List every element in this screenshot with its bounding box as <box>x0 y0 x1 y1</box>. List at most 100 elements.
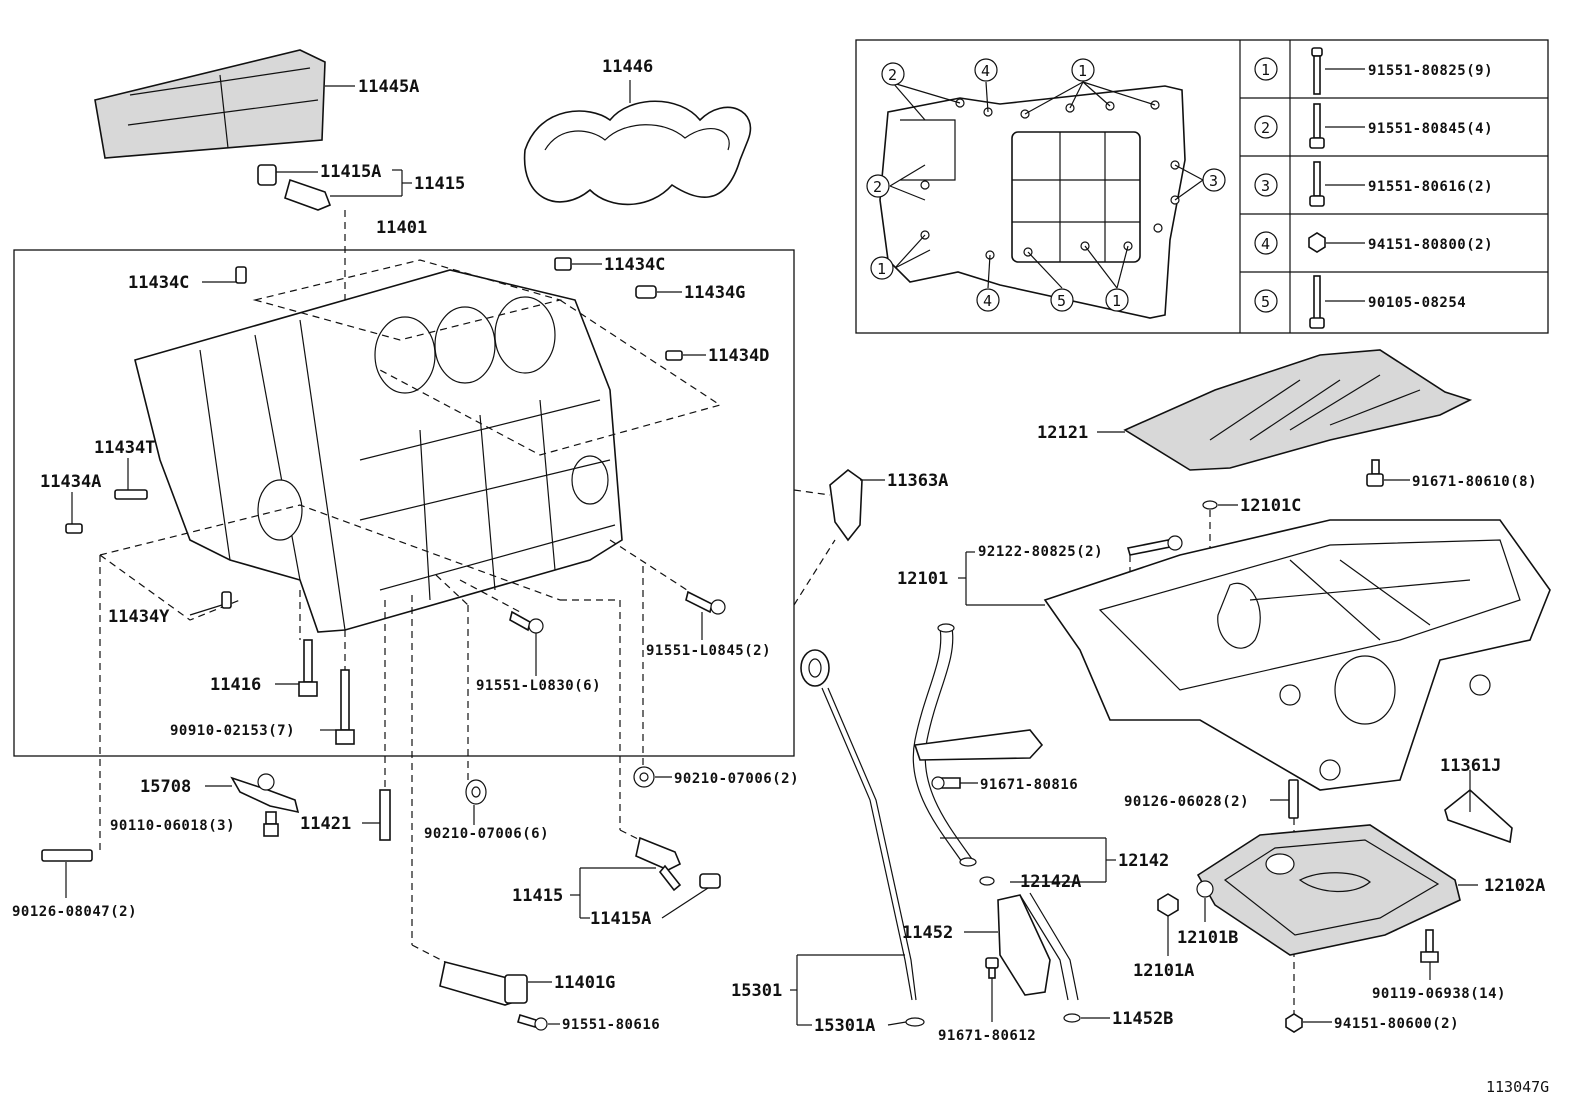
pin-11434G[interactable] <box>635 285 682 299</box>
bolt-90110-06018[interactable] <box>263 811 279 837</box>
label-90210-07006-2: 90210-07006(2) <box>674 771 799 787</box>
bolt-11416[interactable] <box>275 639 318 697</box>
pin-11434C-right[interactable] <box>554 257 602 271</box>
bolt-91551-L0845[interactable] <box>685 590 726 640</box>
label-11434C-right: 11434C <box>604 255 665 275</box>
oil-pan-12101[interactable] <box>958 519 1551 791</box>
cylinder-block-11401[interactable] <box>134 269 623 633</box>
bolt-91671-80816[interactable] <box>931 776 978 790</box>
label-12101: 12101 <box>897 569 948 589</box>
insulator-11445A[interactable] <box>94 49 355 159</box>
bracket-15708[interactable] <box>205 773 300 814</box>
cover-11361J[interactable] <box>1444 770 1513 844</box>
label-90126-06028: 90126-06028(2) <box>1124 794 1249 810</box>
inset-callout-4a: 4 <box>974 58 998 82</box>
label-90126-08047: 90126-08047(2) <box>12 904 137 920</box>
svg-text:1: 1 <box>1112 292 1121 310</box>
svg-text:4: 4 <box>981 62 990 80</box>
label-11434D: 11434D <box>708 346 769 366</box>
svg-text:2: 2 <box>1261 119 1270 137</box>
pin-11434D[interactable] <box>665 350 706 361</box>
label-12101A: 12101A <box>1133 961 1194 981</box>
label-91671-80612: 91671-80612 <box>938 1028 1036 1044</box>
label-12101B: 12101B <box>1177 928 1238 948</box>
label-11452: 11452 <box>902 923 953 943</box>
bolt-row-5[interactable]: 5 90105-08254 <box>1254 275 1466 329</box>
label-12121: 12121 <box>1037 423 1088 443</box>
label-91671-80610: 91671-80610(8) <box>1412 474 1537 490</box>
label-11434G: 11434G <box>684 283 745 303</box>
bolt-92122-80825[interactable] <box>1126 535 1183 556</box>
bolt-row-3[interactable]: 3 91551-80616(2) <box>1254 161 1493 207</box>
bolt-90119-06938[interactable] <box>1420 929 1439 980</box>
drain-cock-11415-bottom[interactable] <box>570 836 721 919</box>
pin-11434C-left[interactable] <box>202 266 247 284</box>
strainer-11452[interactable] <box>964 892 1079 1001</box>
svg-text:2: 2 <box>873 178 882 196</box>
label-11363A: 11363A <box>887 471 948 491</box>
svg-text:3: 3 <box>1209 172 1218 190</box>
svg-text:5: 5 <box>1261 293 1270 311</box>
pin-11434A[interactable] <box>65 492 83 534</box>
svg-text:91551-80825(9): 91551-80825(9) <box>1368 63 1493 79</box>
bolt-row-2[interactable]: 2 91551-80845(4) <box>1254 103 1493 149</box>
label-90119-06938: 90119-06938(14) <box>1372 986 1506 1002</box>
label-91551-80616-bottom: 91551-80616 <box>562 1017 660 1033</box>
nut-94151-80600[interactable] <box>1285 1013 1332 1033</box>
pin-11434T[interactable] <box>114 458 148 500</box>
label-11434T: 11434T <box>94 438 155 458</box>
bolt-91671-80612[interactable] <box>985 957 999 1022</box>
bolt-row-1[interactable]: 1 91551-80825(9) <box>1254 47 1493 95</box>
gasket-12142A[interactable] <box>979 876 995 886</box>
bolt-row-4[interactable]: 4 94151-80800(2) <box>1254 231 1493 255</box>
plug-12101C[interactable] <box>1202 500 1238 510</box>
gasket-11446[interactable] <box>523 80 752 206</box>
label-90910-02153: 90910-02153(7) <box>170 723 295 739</box>
bolt-91551-80616[interactable] <box>517 1013 560 1031</box>
svg-text:91551-80845(4): 91551-80845(4) <box>1368 121 1493 137</box>
label-11434A: 11434A <box>40 472 101 492</box>
inset-callout-1a: 1 <box>1071 58 1095 82</box>
stud-90126-08047[interactable] <box>41 849 93 898</box>
label-15301: 15301 <box>731 981 782 1001</box>
pin-11434Y[interactable] <box>189 591 232 616</box>
svg-text:90105-08254: 90105-08254 <box>1368 295 1466 311</box>
diagram-id: 113047G <box>1486 1078 1549 1096</box>
label-11415A-bottom: 11415A <box>590 909 651 929</box>
inset-callout-2a: 2 <box>881 62 905 86</box>
label-11446: 11446 <box>602 57 653 77</box>
gasket-11452B[interactable] <box>1063 1013 1110 1023</box>
sensor-11401G[interactable] <box>439 961 552 1006</box>
stud-11421[interactable] <box>362 789 391 841</box>
label-90210-07006-6: 90210-07006(6) <box>424 826 549 842</box>
bolt-91671-80610[interactable] <box>1366 459 1410 487</box>
label-11434C-left: 11434C <box>128 273 189 293</box>
washer-90210-07006-2[interactable] <box>633 766 672 788</box>
oil-pan-12102A[interactable] <box>1196 824 1478 956</box>
svg-text:1: 1 <box>1261 61 1270 79</box>
label-92122-80825: 92122-80825(2) <box>978 544 1103 560</box>
label-11415A-top: 11415A <box>320 162 381 182</box>
svg-text:94151-80800(2): 94151-80800(2) <box>1368 237 1493 253</box>
bolt-90910-02153[interactable] <box>320 669 355 745</box>
inset-callout-3a: 3 <box>1202 168 1226 192</box>
strainer-12142[interactable] <box>912 623 1116 883</box>
stud-90126-06028[interactable] <box>1270 779 1299 819</box>
svg-text:91551-80616(2): 91551-80616(2) <box>1368 179 1493 195</box>
washer-90210-07006-6[interactable] <box>465 779 487 825</box>
svg-text:1: 1 <box>1078 62 1087 80</box>
inset-callout-2b: 2 <box>866 174 890 198</box>
svg-text:4: 4 <box>983 292 992 310</box>
cap-11363A[interactable] <box>829 468 885 542</box>
svg-text:3: 3 <box>1261 177 1270 195</box>
label-11361J: 11361J <box>1440 756 1501 776</box>
inset-callout-5: 5 <box>1050 288 1074 312</box>
baffle-plate-12121[interactable] <box>1097 349 1473 471</box>
label-91551-L0845: 91551-L0845(2) <box>646 643 771 659</box>
label-91671-80816: 91671-80816 <box>980 777 1078 793</box>
bolt-91551-L0830[interactable] <box>509 610 544 676</box>
drain-cock-11415-top[interactable] <box>257 164 412 211</box>
gasket-12101B[interactable] <box>1196 880 1214 922</box>
plug-12101A[interactable] <box>1157 893 1179 956</box>
dipstick-15301[interactable] <box>790 649 925 1027</box>
